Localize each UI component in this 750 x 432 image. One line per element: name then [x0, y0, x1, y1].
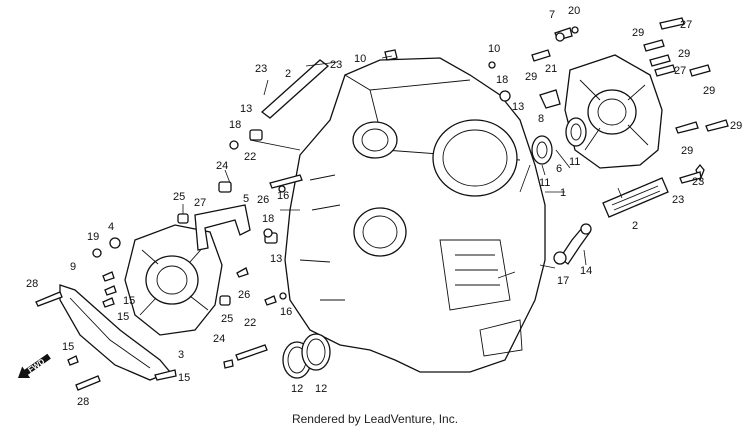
top-emblem: [260, 59, 330, 119]
callout-1: 1: [560, 187, 566, 199]
callout-11b: 11: [569, 156, 580, 168]
small-parts: [35, 17, 729, 391]
callout-20: 20: [568, 5, 580, 17]
breather-tube: [559, 223, 592, 265]
callout-4: 4: [108, 221, 114, 233]
callout-3: 3: [178, 349, 184, 361]
callout-7: 7: [549, 9, 555, 21]
callout-14: 14: [580, 265, 592, 277]
callout-13-top: 13: [240, 103, 252, 115]
callout-12a: 12: [291, 383, 303, 395]
callout-10-right: 10: [488, 43, 500, 55]
callout-28b: 28: [77, 396, 89, 408]
callout-24b: 24: [213, 333, 225, 345]
callout-5: 5: [243, 193, 249, 205]
callout-2-side: 2: [632, 220, 638, 232]
callout-22b: 22: [244, 317, 256, 329]
callout-23b: 23: [330, 59, 342, 71]
crankcase: [284, 57, 546, 373]
callout-25b: 25: [221, 313, 233, 325]
callout-16b: 16: [280, 306, 292, 318]
callout-25a: 25: [173, 191, 185, 203]
callout-29f: 29: [730, 120, 742, 132]
callout-16a: 16: [277, 190, 289, 202]
callout-26b: 26: [238, 289, 250, 301]
gasket-b: [301, 333, 331, 371]
callout-15b: 15: [117, 311, 129, 323]
callout-29d: 29: [703, 85, 715, 97]
callout-15a: 15: [123, 295, 135, 307]
callout-29b: 29: [632, 27, 644, 39]
callout-19: 19: [87, 231, 99, 243]
callout-23a: 23: [255, 63, 267, 75]
callout-26a: 26: [257, 194, 269, 206]
callout-24a: 24: [216, 160, 228, 172]
callout-15c: 15: [62, 341, 74, 353]
leader-lines: [182, 55, 623, 279]
callouts: 1 2 2 3 4 5 6 7 8 9 10 10 11 11 12 12 13…: [26, 5, 742, 408]
callout-27a: 27: [194, 197, 206, 209]
callout-9: 9: [70, 261, 76, 273]
rear-cover: [564, 54, 663, 169]
callout-29a: 29: [525, 71, 537, 83]
oil-seal-11a: [531, 135, 553, 165]
fwd-arrow-icon: FWD: [18, 353, 51, 378]
callout-27c: 27: [674, 65, 686, 77]
callout-8: 8: [538, 113, 544, 125]
callout-29e: 29: [681, 145, 693, 157]
callout-12b: 12: [315, 383, 327, 395]
callout-10-top: 10: [354, 53, 366, 65]
callout-18a: 18: [229, 119, 241, 131]
callout-17: 17: [557, 275, 569, 287]
callout-2-top: 2: [285, 68, 291, 80]
oil-seal-11b: [565, 117, 587, 147]
side-emblem: [602, 177, 669, 218]
callout-13-right: 13: [512, 101, 524, 113]
callout-13-mid: 13: [270, 253, 282, 265]
callout-18c: 18: [496, 74, 508, 86]
callout-27b: 27: [680, 19, 692, 31]
callout-22a: 22: [244, 151, 256, 163]
callout-6: 6: [556, 163, 562, 175]
callout-29c: 29: [678, 48, 690, 60]
front-cover: [124, 224, 223, 336]
callout-23d: 23: [672, 194, 684, 206]
callout-28a: 28: [26, 278, 38, 290]
footer-credit: Rendered by LeadVenture, Inc.: [291, 412, 459, 426]
callout-15d: 15: [178, 372, 190, 384]
callout-18b: 18: [262, 213, 274, 225]
callout-11a: 11: [539, 177, 550, 189]
callout-23c: 23: [692, 176, 704, 188]
bracket: [194, 204, 251, 251]
callout-21: 21: [545, 63, 557, 75]
